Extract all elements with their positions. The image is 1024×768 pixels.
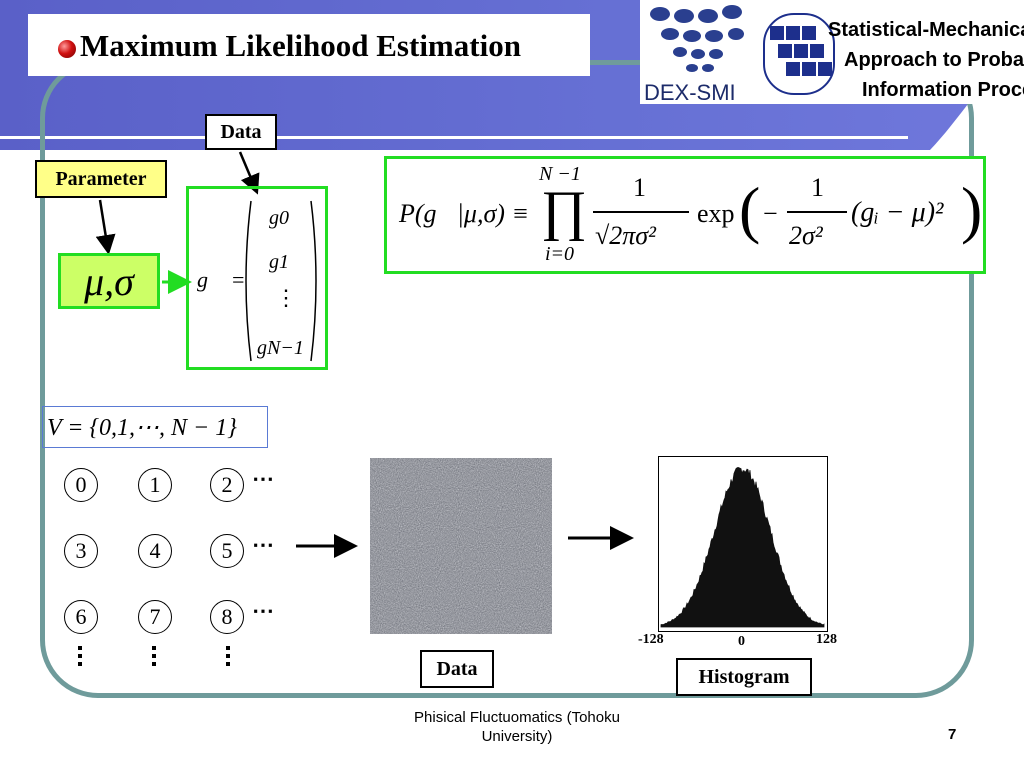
- data-label-bottom: Data: [420, 650, 494, 688]
- vector-entry-0: g0: [269, 207, 289, 229]
- data-arrow: [238, 151, 260, 195]
- vector-box: g⃗ = g0 g1 ⋮ gN−1: [186, 186, 328, 370]
- node-8: 8: [210, 600, 244, 634]
- inner-term: (gᵢ − μ)²: [851, 197, 944, 228]
- footer-text: Phisical Fluctuomatics (Tohoku Universit…: [392, 708, 642, 746]
- col-ellipsis-1: [152, 646, 156, 670]
- logo-right-line-1: Statistical-Mechanical: [828, 19, 1024, 41]
- dex-smi-logo: DEX-SMI Statistical-Mechanical Approach …: [644, 5, 1024, 105]
- node-7: 7: [138, 600, 172, 634]
- product-symbol: ∏: [541, 180, 588, 242]
- histogram-label: Histogram: [676, 658, 812, 696]
- vector-entry-1: g1: [269, 251, 289, 273]
- noise-data-image: [370, 458, 552, 634]
- vector-brackets: [245, 200, 317, 362]
- logo-area: DEX-SMI Statistical-Mechanical Approach …: [640, 0, 1024, 105]
- row-ellipsis-0: ⋯: [252, 466, 275, 491]
- hist-xlabel-max: 128: [816, 632, 837, 647]
- data-label-top: Data: [205, 114, 277, 150]
- exp-paren-right: ): [961, 174, 983, 245]
- frac-bar: [593, 211, 689, 213]
- node-3: 3: [64, 534, 98, 568]
- likelihood-lhs: P(g⃗|μ,σ) ≡: [399, 199, 529, 228]
- inner-den: 2σ²: [789, 221, 823, 250]
- histogram-plot: [660, 466, 825, 628]
- vector-entry-ellipsis: ⋮: [275, 285, 297, 310]
- inner-minus: −: [763, 199, 778, 228]
- likelihood-box: P(g⃗|μ,σ) ≡ N −1 ∏ i=0 1 √2πσ² exp ( − 1…: [384, 156, 986, 274]
- logo-right-line-2: Approach to Probabilistic: [844, 49, 1024, 71]
- params-box: μ,σ: [58, 253, 160, 309]
- col-ellipsis-2: [226, 646, 230, 670]
- hist-xlabel-min: -128: [638, 632, 664, 647]
- parameter-label: Parameter: [35, 160, 167, 198]
- node-1: 1: [138, 468, 172, 502]
- vector-entry-last: gN−1: [257, 337, 304, 359]
- node-2: 2: [210, 468, 244, 502]
- node-0: 0: [64, 468, 98, 502]
- exp-paren-left: (: [739, 174, 761, 245]
- node-5: 5: [210, 534, 244, 568]
- params-text: μ,σ: [84, 258, 134, 304]
- row-ellipsis-1: ⋯: [252, 532, 275, 557]
- node-6: 6: [64, 600, 98, 634]
- set-definition-box: V = {0,1,⋯, N − 1}: [42, 406, 268, 448]
- histogram-frame: [658, 456, 828, 632]
- set-definition: V = {0,1,⋯, N − 1}: [47, 414, 237, 441]
- parameter-arrow: [95, 199, 116, 255]
- page-number: 7: [948, 726, 957, 743]
- node-4: 4: [138, 534, 172, 568]
- frac-den: √2πσ²: [595, 221, 656, 250]
- frac-num: 1: [633, 173, 646, 202]
- product-top: N −1: [539, 163, 581, 185]
- header-underline: [0, 136, 908, 139]
- title-box: [28, 14, 590, 76]
- logo-left-text: DEX-SMI: [644, 80, 736, 104]
- footer-line-1: Phisical Fluctuomatics (Tohoku: [414, 709, 620, 726]
- col-ellipsis-0: [78, 646, 82, 670]
- logo-right-line-3: Information Processing: [862, 79, 1024, 101]
- product-bottom: i=0: [545, 243, 575, 265]
- vector-lhs: g⃗ =: [197, 267, 246, 292]
- exp-word: exp: [697, 199, 735, 228]
- inner-frac-bar: [787, 211, 847, 213]
- footer-line-2: University): [481, 728, 553, 745]
- page-title: Maximum Likelihood Estimation: [80, 28, 521, 63]
- inner-num: 1: [811, 173, 824, 202]
- row-ellipsis-2: ⋯: [252, 598, 275, 623]
- bullet-icon: [58, 40, 76, 58]
- hist-xlabel-zero: 0: [738, 634, 745, 649]
